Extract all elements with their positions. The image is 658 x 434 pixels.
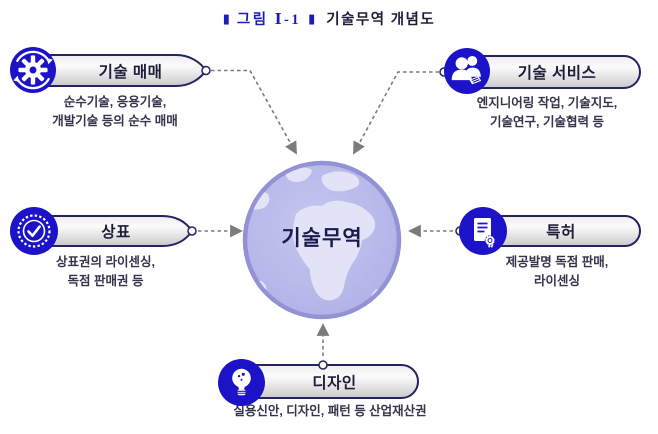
tip-dot-tech-sale [201,65,211,76]
tip-dot-trademark [187,226,197,236]
bulb-icon [232,368,251,396]
people-icon [451,55,482,85]
design-icon-circle [218,359,265,406]
seal-icon [17,214,51,248]
trademark-icon-circle [10,207,58,255]
certificate-icon [474,218,496,248]
arrow-tech-service [353,71,439,155]
gear-icon [13,50,53,90]
tech-service-icon-circle [444,48,490,94]
patent-icon-circle [459,207,507,255]
arrow-tech-sale [211,69,297,155]
globe [242,160,402,320]
tech-sale-icon-circle [10,47,56,93]
tip-dot-design [318,360,328,370]
